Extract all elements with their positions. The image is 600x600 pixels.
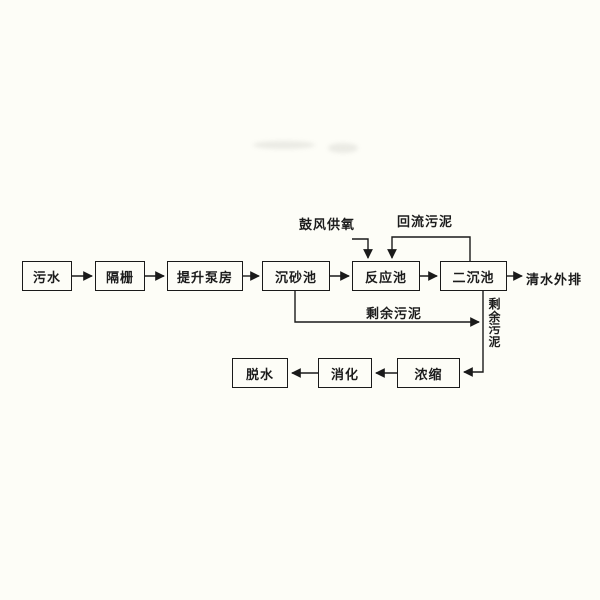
- node-lift-pump: 提升泵房: [167, 261, 243, 291]
- label-excess-sludge: 剩余污泥: [366, 307, 423, 322]
- label-return-sludge: 回流污泥: [397, 215, 454, 230]
- node-digestion: 消化: [318, 358, 372, 388]
- smudge-artifact: [328, 143, 358, 153]
- node-secondary-clarifier: 二沉池: [440, 261, 507, 291]
- smudge-artifact: [253, 141, 315, 149]
- label-effluent: 清水外排: [526, 273, 583, 288]
- arrow-return-sludge: [387, 236, 471, 261]
- label-excess-sludge-vertical: 剩余污泥: [488, 297, 501, 349]
- node-sewage: 污水: [22, 261, 72, 291]
- label-aeration: 鼓风供氧: [299, 218, 356, 233]
- arrow-excess-sludge-to-thickening: [463, 291, 484, 377]
- node-reaction-tank: 反应池: [352, 261, 420, 291]
- node-thickening: 浓缩: [397, 358, 460, 388]
- node-dewatering: 脱水: [232, 358, 288, 388]
- node-bar-screen: 隔栅: [95, 261, 145, 291]
- arrow-aeration-to-reaction: [352, 238, 373, 259]
- node-grit-chamber: 沉砂池: [262, 261, 330, 291]
- arrow-excess-sludge-horizontal: [294, 291, 480, 327]
